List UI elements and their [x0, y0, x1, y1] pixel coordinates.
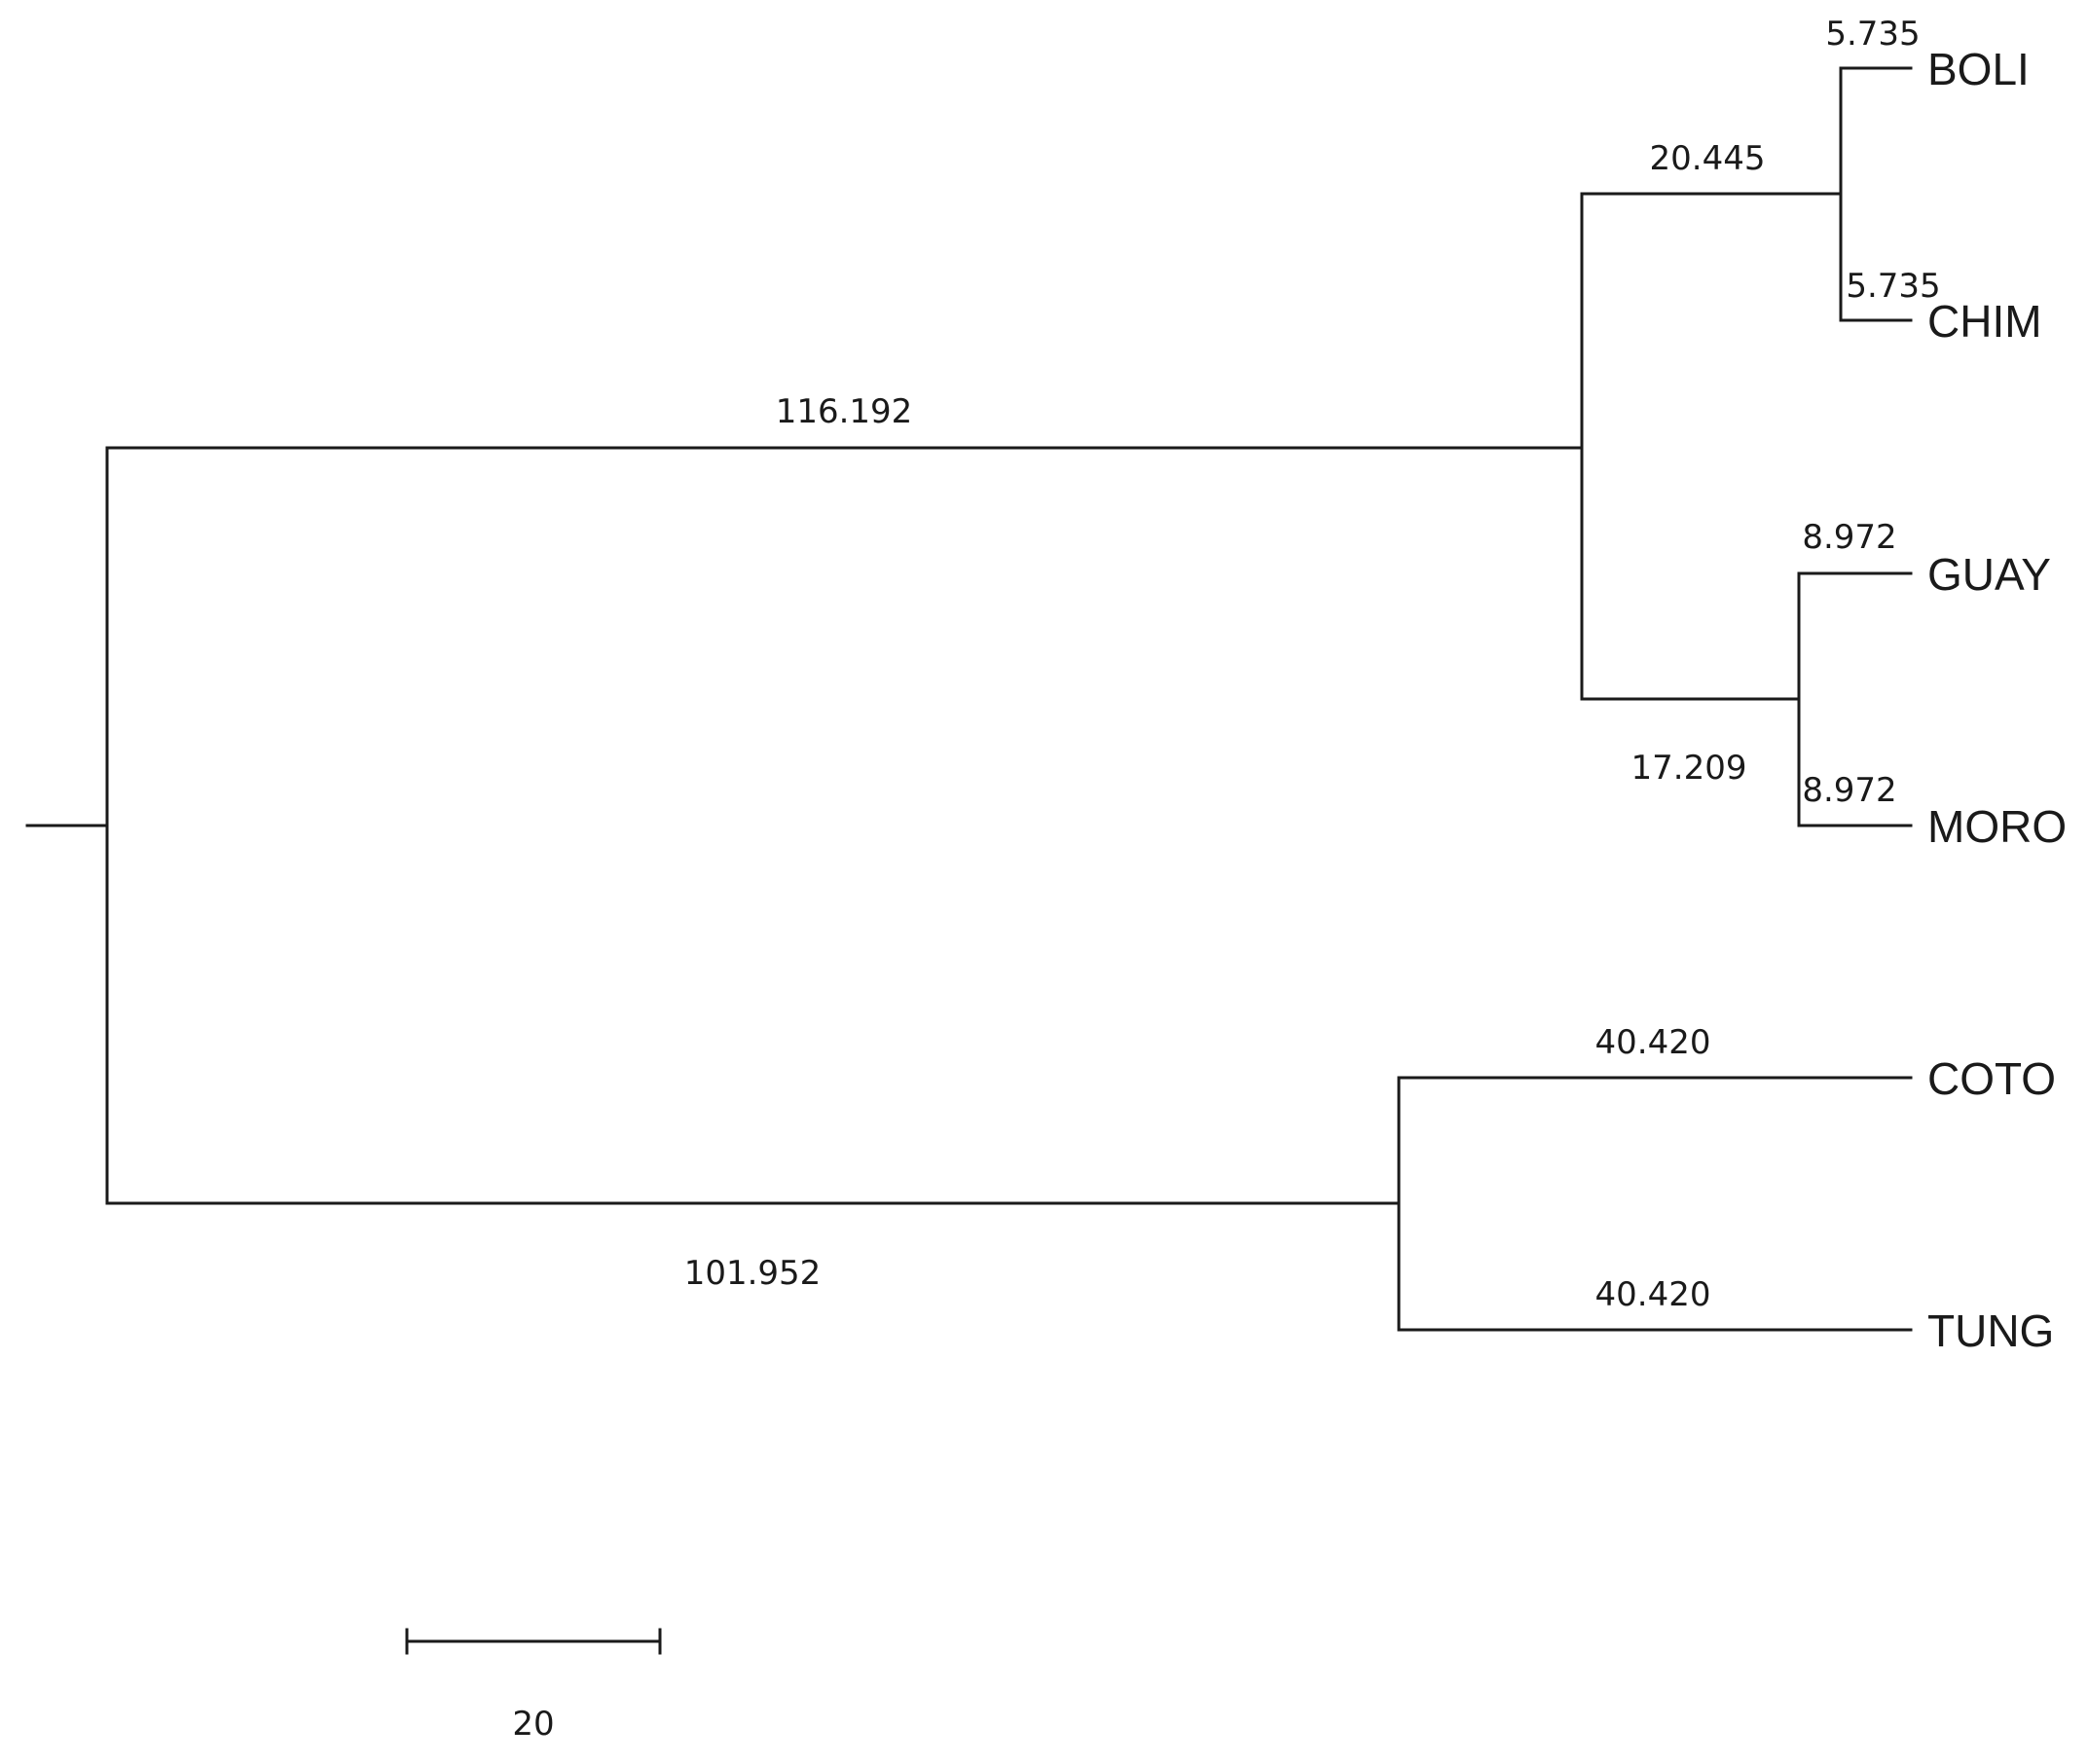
leaf-label-moro: MORO	[1927, 801, 2067, 852]
branch-length-label: 20.445	[1650, 139, 1766, 178]
branch-length-label: 101.952	[684, 1254, 822, 1293]
branch-length-label: 5.735	[1825, 15, 1920, 54]
leaf-label-tung: TUNG	[1927, 1305, 2054, 1356]
leaf-label-guay: GUAY	[1927, 549, 2051, 600]
branch-length-label: 8.972	[1802, 518, 1896, 557]
branch-length-label: 8.972	[1802, 771, 1896, 810]
branch-length-label: 116.192	[776, 392, 913, 431]
scale-bar-label: 20	[512, 1705, 554, 1744]
leaf-label-coto: COTO	[1927, 1053, 2056, 1104]
branch-length-label: 17.209	[1631, 749, 1747, 788]
scale-bar: 20	[405, 1628, 662, 1744]
branch-length-label: 40.420	[1595, 1023, 1711, 1062]
leaf-label-chim: CHIM	[1927, 296, 2042, 347]
branch-length-label: 5.735	[1846, 267, 1940, 306]
leaf-label-boli: BOLI	[1927, 44, 2030, 94]
branch-length-label: 40.420	[1595, 1275, 1711, 1314]
